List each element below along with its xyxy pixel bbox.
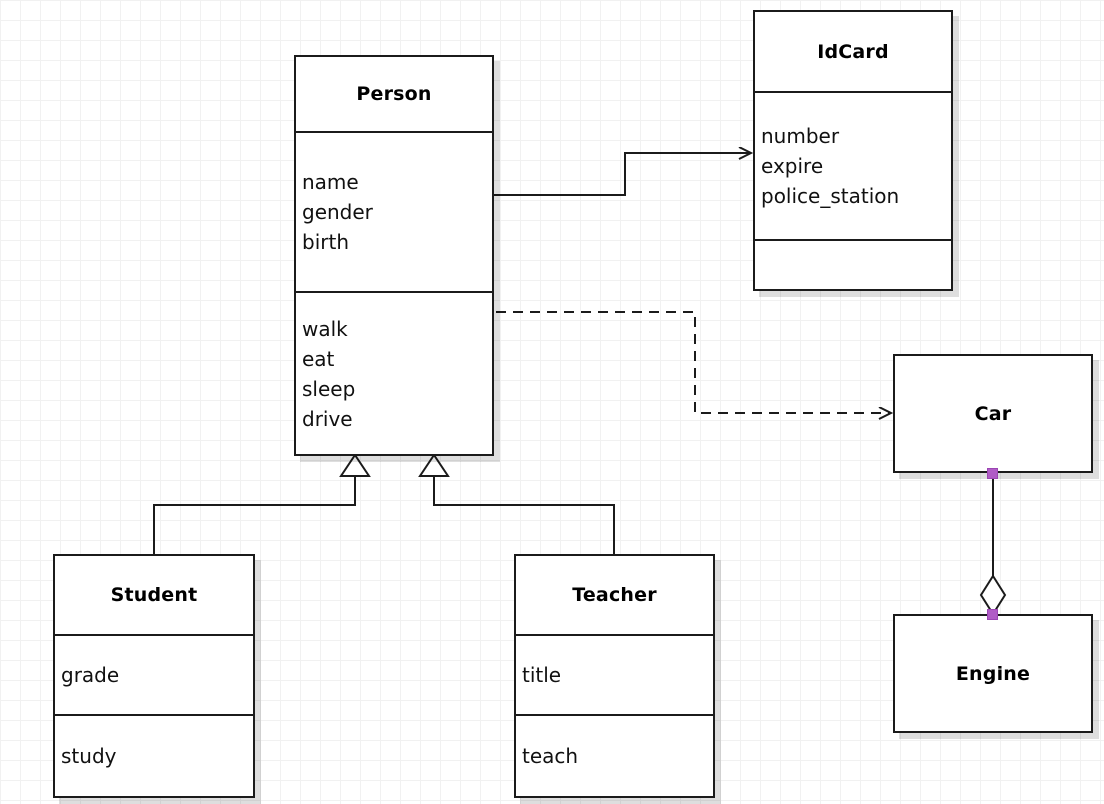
uml-class-teacher[interactable]: Teacher title teach xyxy=(514,554,715,798)
edge-line xyxy=(496,311,891,413)
class-title-compartment: Student xyxy=(55,556,253,634)
edge-teacher-person[interactable] xyxy=(418,453,615,554)
class-title-compartment: Teacher xyxy=(516,556,713,634)
uml-class-idcard[interactable]: IdCard number expire police_station xyxy=(753,10,953,291)
class-attributes-compartment: number expire police_station xyxy=(755,91,951,239)
class-name: Engine xyxy=(955,662,1031,685)
edge-person-car[interactable] xyxy=(496,311,891,413)
attribute-item: title xyxy=(522,663,562,688)
attribute-item: name xyxy=(302,170,359,194)
class-methods-compartment: walk eat sleep drive xyxy=(296,291,492,454)
class-name: IdCard xyxy=(817,40,889,63)
edge-handle-car-end[interactable] xyxy=(987,468,998,479)
class-name: Person xyxy=(356,83,432,105)
uml-class-person[interactable]: Person name gender birth walk eat sleep … xyxy=(294,55,494,456)
class-name: Teacher xyxy=(572,584,657,607)
class-title-compartment: Car xyxy=(895,356,1091,471)
method-item: eat xyxy=(302,346,335,371)
class-title-compartment: Engine xyxy=(895,616,1091,731)
class-methods-compartment: study xyxy=(55,713,253,796)
method-item: study xyxy=(61,743,117,768)
class-methods-compartment: teach xyxy=(516,713,713,796)
class-attributes-compartment: title xyxy=(516,634,713,713)
method-item: walk xyxy=(302,316,348,341)
attribute-item: birth xyxy=(302,230,349,254)
method-item: sleep xyxy=(302,376,356,401)
method-item: drive xyxy=(302,406,353,431)
edge-person-idcard[interactable] xyxy=(494,153,751,196)
class-attributes-compartment: grade xyxy=(55,634,253,713)
edge-line xyxy=(153,474,356,554)
edge-line xyxy=(494,153,751,196)
generalization-triangle-icon xyxy=(418,453,450,477)
attribute-item: grade xyxy=(61,663,120,688)
generalization-triangle-icon xyxy=(339,453,371,477)
class-title-compartment: IdCard xyxy=(755,12,951,91)
uml-class-student[interactable]: Student grade study xyxy=(53,554,255,798)
class-methods-compartment xyxy=(755,239,951,289)
class-name: Student xyxy=(110,584,198,607)
edge-line xyxy=(433,474,615,554)
uml-class-car[interactable]: Car xyxy=(893,354,1093,473)
class-attributes-compartment: name gender birth xyxy=(296,131,492,291)
attribute-item: expire xyxy=(761,154,824,179)
uml-class-engine[interactable]: Engine xyxy=(893,614,1093,733)
edge-student-person[interactable] xyxy=(153,453,371,554)
class-title-compartment: Person xyxy=(296,57,492,131)
class-name: Car xyxy=(974,402,1012,425)
attribute-item: number xyxy=(761,124,840,149)
attribute-item: gender xyxy=(302,200,373,224)
attribute-item: police_station xyxy=(761,184,900,209)
edge-car-engine[interactable] xyxy=(979,473,1007,616)
edge-handle-engine-end[interactable] xyxy=(987,609,998,620)
method-item: teach xyxy=(522,743,579,768)
